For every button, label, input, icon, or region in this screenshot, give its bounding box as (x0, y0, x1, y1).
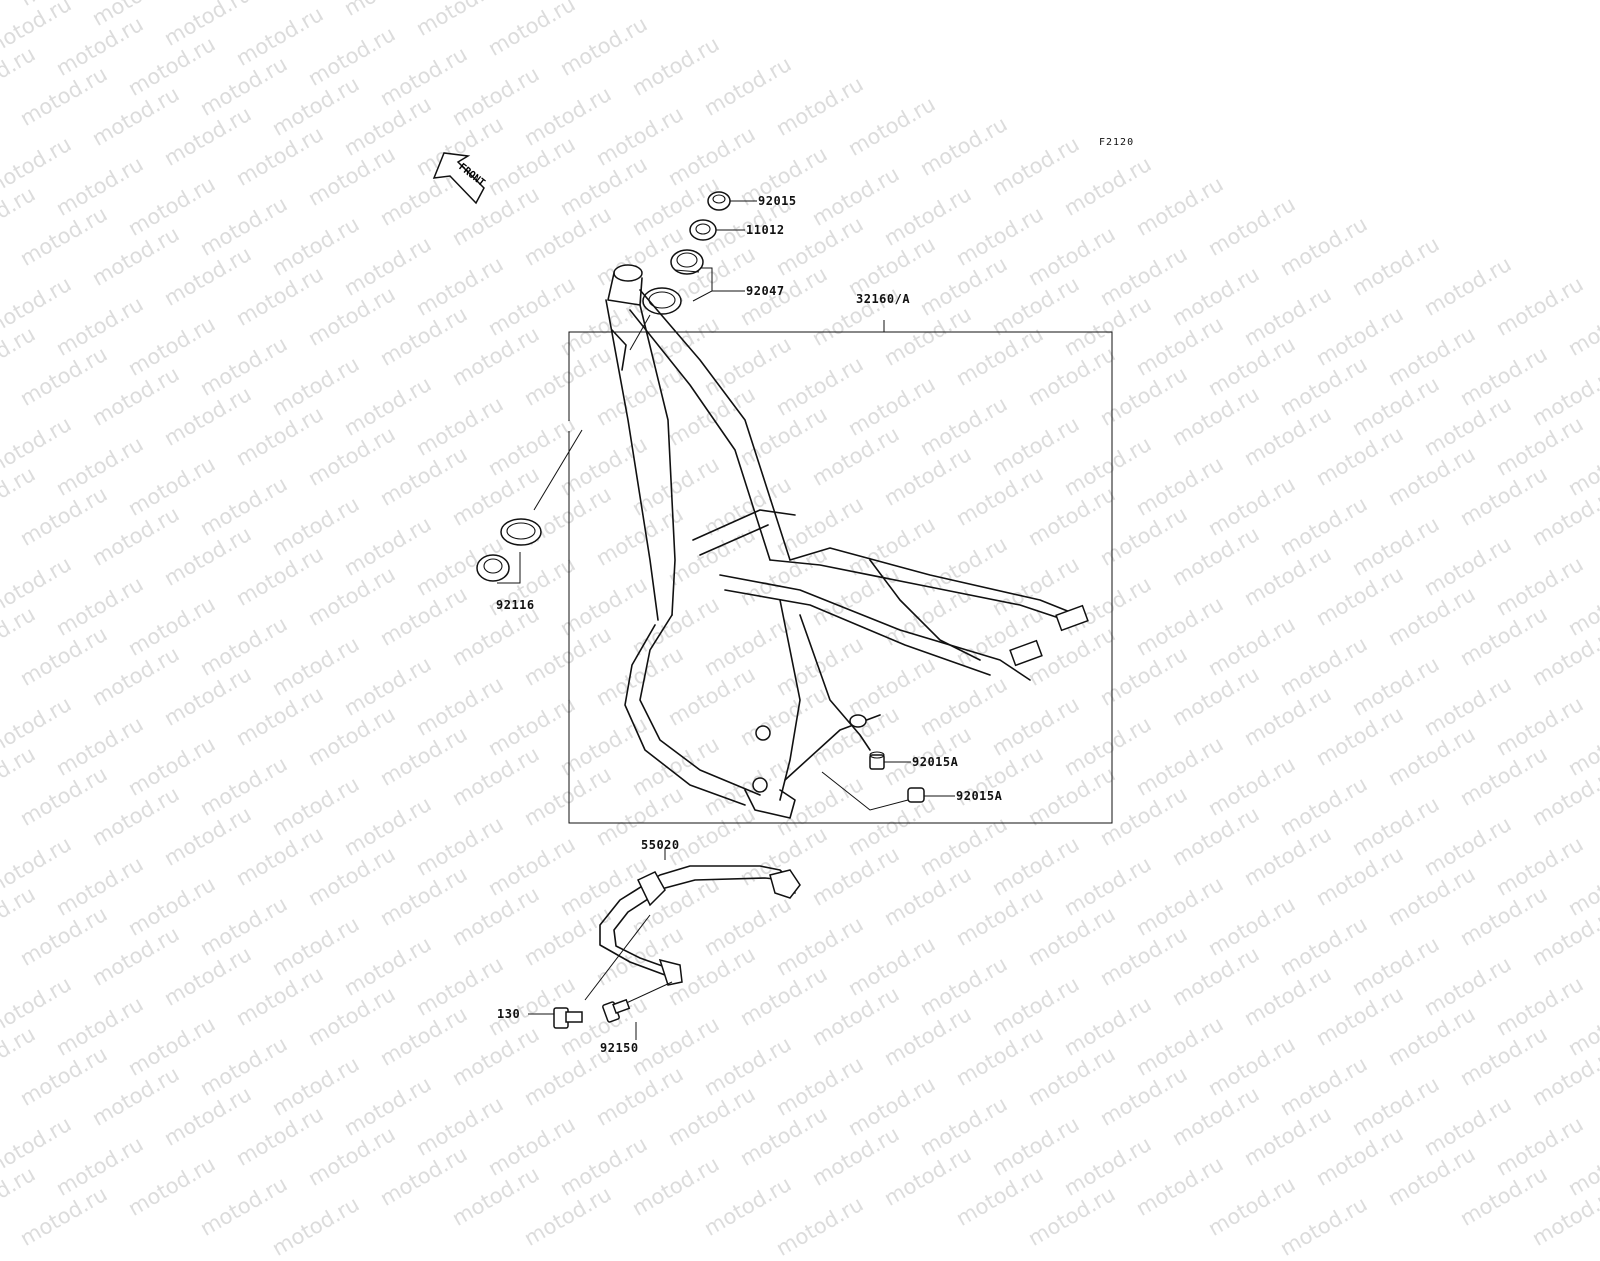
diagram-drawing: FRONT (432, 152, 1113, 1040)
label-92015a-lower: 92015A (956, 789, 1003, 803)
race-11012-icon (689, 219, 745, 241)
frame-32160a-icon (605, 264, 1089, 819)
label-130: 130 (497, 1007, 521, 1021)
watermark-text: motod.ru (1276, 1191, 1372, 1261)
guard-55020-icon (584, 848, 801, 1006)
label-92047: 92047 (746, 284, 785, 298)
plug-92015a-upper-icon (869, 751, 911, 770)
frame-box (568, 320, 1113, 824)
plug-92015a-lower-icon (821, 771, 955, 811)
label-92015a-upper: 92015A (912, 755, 959, 769)
label-92015: 92015 (758, 194, 797, 208)
label-11012: 11012 (746, 223, 785, 237)
label-92116: 92116 (496, 598, 535, 612)
bearing-92047-upper-icon (670, 249, 704, 275)
watermark-text: motod.ru (268, 1191, 364, 1261)
watermark-text: motod.ru (772, 1191, 868, 1261)
figure-code: F2120 (1099, 137, 1135, 148)
front-arrow-icon: FRONT (432, 152, 487, 205)
leader-92047 (692, 267, 713, 302)
bearing-92116-icon (476, 429, 583, 584)
label-32160a: 32160/A (856, 292, 911, 306)
nut-92015-icon (707, 191, 757, 211)
label-92150: 92150 (600, 1041, 639, 1055)
label-55020: 55020 (641, 838, 680, 852)
bolt-92150-icon (602, 998, 637, 1040)
bolt-130-icon (528, 1007, 583, 1029)
